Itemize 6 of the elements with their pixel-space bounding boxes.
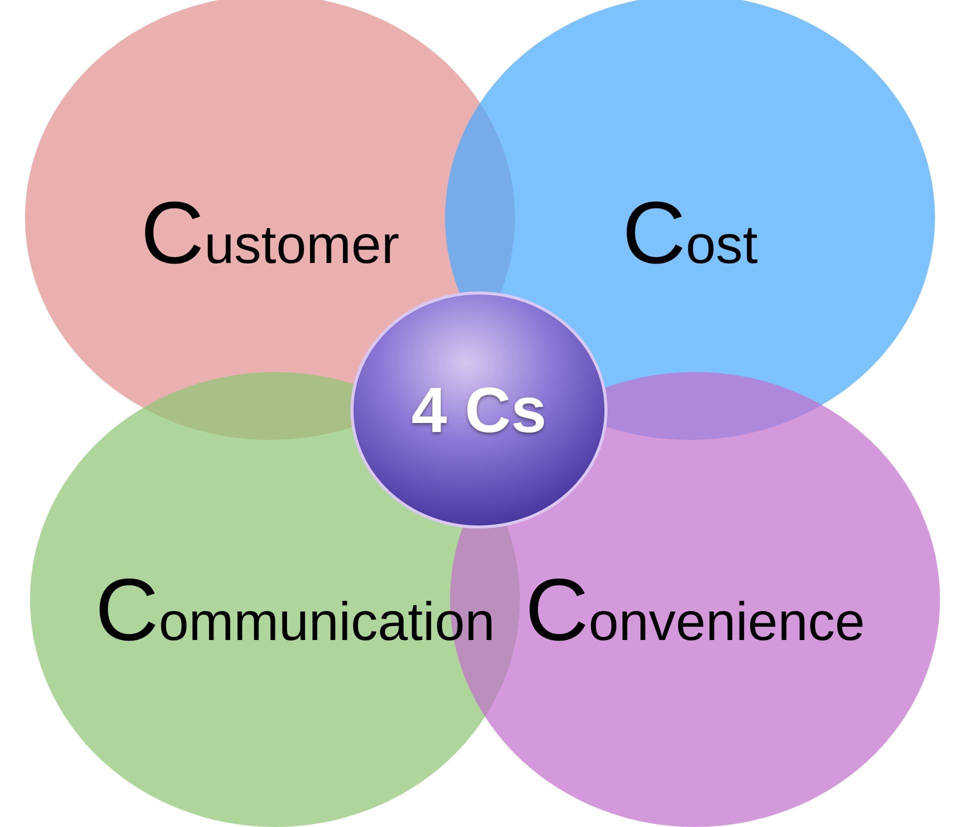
circle-label: Convenience — [525, 566, 865, 654]
center-sphere — [352, 293, 606, 527]
circle-label: 4 Cs — [411, 378, 547, 442]
circle-label: Communication — [95, 566, 495, 654]
circle-label: Customer — [140, 188, 400, 276]
circle-label: Cost — [622, 188, 758, 276]
